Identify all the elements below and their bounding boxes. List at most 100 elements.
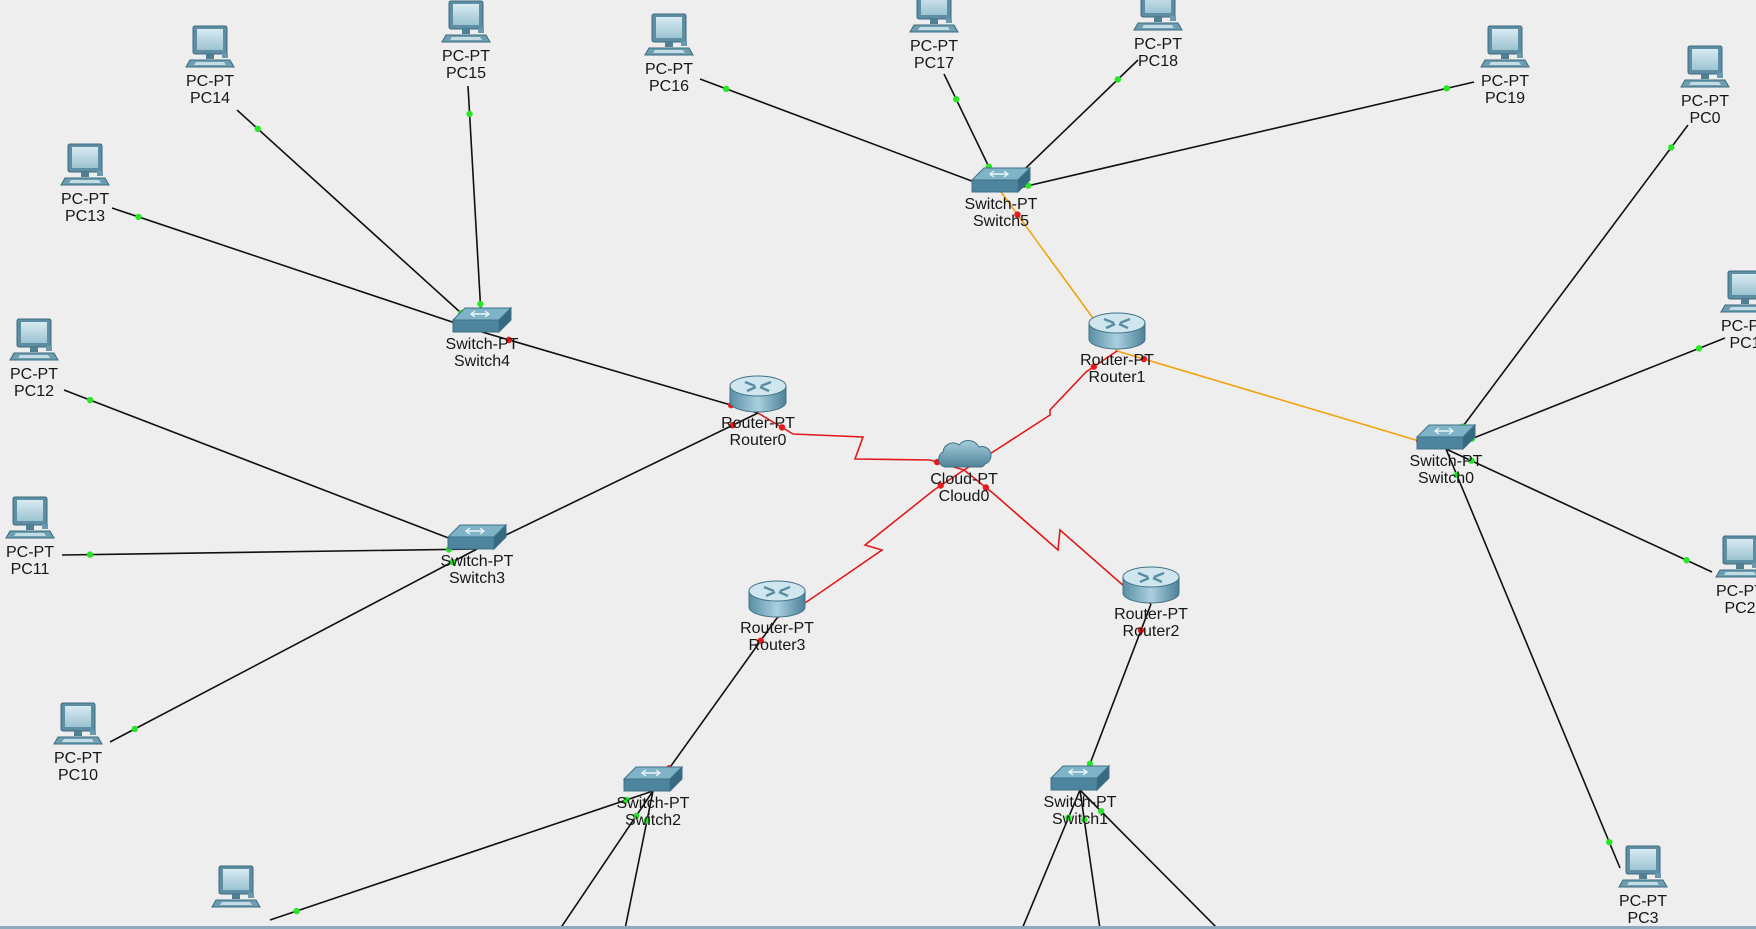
- pc-icon: [211, 865, 261, 908]
- link-switch0-pc2[interactable]: [1445, 448, 1713, 573]
- port-switch5-to-pc19: [1025, 182, 1032, 189]
- switch-icon: [970, 166, 1032, 194]
- device-name-label: Cloud0: [938, 488, 990, 505]
- port-pc11-to-switch3: [86, 551, 94, 558]
- device-model-label: PC-PT: [442, 48, 490, 65]
- port-switch5-to-router1: [1014, 211, 1021, 218]
- link-switch0-pc0[interactable]: [1445, 124, 1689, 450]
- link-router2-switch1[interactable]: [1079, 603, 1152, 791]
- port-switch1-stub-4: [1097, 808, 1105, 815]
- switch-icon: [622, 765, 684, 793]
- device-name-label: PC13: [64, 208, 106, 225]
- pc-icon: [9, 318, 59, 361]
- device-model-label: Switch-PT: [440, 553, 514, 570]
- router-icon: [1088, 312, 1146, 350]
- device-model-label: Switch-PT: [1409, 453, 1483, 470]
- device-model-label: PC-PT: [1619, 893, 1667, 910]
- port-pc3-to-switch0: [1606, 838, 1613, 846]
- port-router0-to-switch3: [729, 421, 736, 429]
- device-model-label: Router-PT: [721, 415, 795, 432]
- link-switch2-pcbl[interactable]: [269, 790, 654, 921]
- port-switch4-to-pc15: [477, 300, 484, 308]
- link-switch0-pc1[interactable]: [1445, 337, 1726, 450]
- device-model-label: Router-PT: [740, 620, 814, 637]
- link-switch3-pc12[interactable]: [63, 389, 478, 550]
- link-switch0-pc3[interactable]: [1445, 448, 1621, 869]
- link-router3-switch2[interactable]: [652, 617, 778, 792]
- link-stub-switch2-1[interactable]: [624, 790, 654, 929]
- port-switch2-to-pcbl: [623, 796, 630, 804]
- link-switch4-pc14[interactable]: [236, 109, 483, 333]
- link-switch3-pc10[interactable]: [109, 548, 478, 743]
- device-name-label: PC0: [1689, 110, 1721, 127]
- pc-icon: [1618, 845, 1668, 888]
- pc-icon: [185, 25, 235, 68]
- port-switch0-to-pc2: [1468, 457, 1475, 464]
- link-router1-switch0[interactable]: [1116, 350, 1447, 450]
- device-model-label: PC-PT: [910, 38, 958, 55]
- link-switch3-pc11[interactable]: [61, 548, 478, 556]
- link-switch5-pc16[interactable]: [699, 78, 1002, 193]
- device-model-label: Cloud-PT: [930, 471, 998, 488]
- device-model-label: Switch-PT: [1043, 794, 1117, 811]
- pc-icon: [1680, 45, 1730, 88]
- device-pc2[interactable]: PC-PTPC2: [1685, 533, 1756, 617]
- device-model-label: Switch-PT: [616, 795, 690, 812]
- port-pc19-to-switch5: [1443, 85, 1450, 92]
- port-router1-to-switch0: [1140, 355, 1148, 363]
- router-icon: [748, 580, 806, 618]
- device-name-label: Switch3: [448, 570, 506, 587]
- pc-icon: [53, 702, 103, 745]
- pc-icon: [1480, 25, 1530, 68]
- link-switch4-router0[interactable]: [481, 331, 759, 414]
- device-model-label: Switch-PT: [445, 336, 519, 353]
- link-stub-switch1-2[interactable]: [1022, 789, 1081, 929]
- link-switch4-pc15[interactable]: [467, 85, 483, 333]
- device-pcbl[interactable]: [181, 863, 291, 913]
- pc-icon: [5, 496, 55, 539]
- port-pc13-to-switch4: [135, 213, 142, 221]
- link-switch5-pc19[interactable]: [1000, 81, 1475, 193]
- device-model-label: PC-PT: [1481, 73, 1529, 90]
- device-name-label: Switch2: [624, 812, 682, 829]
- device-model-label: PC-PT: [1134, 36, 1182, 53]
- link-switch4-pc13[interactable]: [111, 207, 483, 333]
- port-switch2-stub-1: [643, 817, 651, 824]
- link-stub-switch1-3[interactable]: [1079, 789, 1101, 929]
- port-switch4-to-router0: [505, 336, 513, 344]
- pc-icon: [60, 143, 110, 186]
- device-name-label: PC1: [1729, 335, 1756, 352]
- port-pc14-to-switch4: [254, 125, 261, 133]
- link-switch3-router0[interactable]: [476, 412, 759, 550]
- port-pc17-to-switch5: [952, 96, 960, 103]
- port-cloud0-to-router3: [937, 482, 944, 489]
- port-switch3-to-pc10: [449, 558, 456, 566]
- port-pc15-to-switch4: [466, 110, 473, 118]
